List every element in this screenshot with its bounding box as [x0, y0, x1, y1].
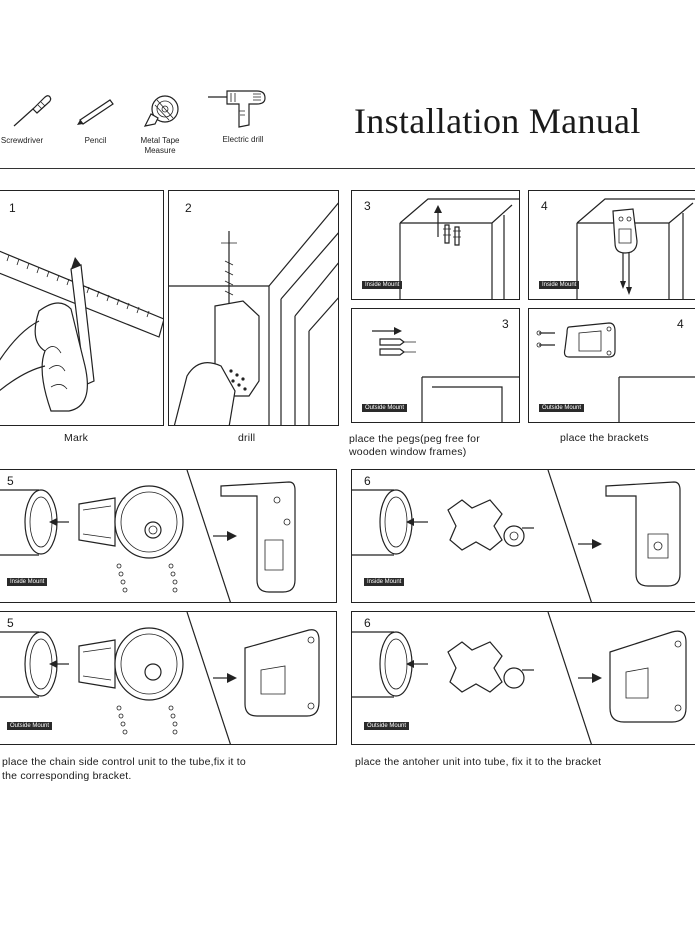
- step-number: 1: [9, 201, 16, 215]
- page-title: Installation Manual: [354, 101, 641, 141]
- header-divider: [0, 168, 695, 169]
- tool-tape: Metal Tape Measure: [135, 88, 195, 168]
- end-cap-unit-outside-illustration: [352, 612, 687, 744]
- mount-badge: Outside Mount: [7, 722, 53, 730]
- mount-badge: Inside Mount: [364, 578, 405, 586]
- step-number: 4: [677, 317, 684, 331]
- tape-measure-icon: [143, 95, 179, 127]
- pegs-caption-line-1: place the pegs(peg free for: [349, 433, 480, 445]
- tool-label: Screwdriver: [0, 136, 44, 145]
- drill-wall-illustration: [169, 202, 338, 425]
- step-number: 5: [7, 474, 14, 488]
- step-3-outside-panel: 3 Outside Mount: [351, 308, 520, 423]
- step-2-caption: drill: [238, 432, 256, 444]
- outside-bracket-illustration: [536, 322, 695, 422]
- mount-badge: Inside Mount: [7, 578, 48, 586]
- mount-badge: Outside Mount: [364, 722, 410, 730]
- step-number: 3: [502, 317, 509, 331]
- pencil-icon: [77, 99, 114, 125]
- tool-pencil: Pencil: [68, 88, 128, 158]
- step-1-mark-panel: 1: [0, 190, 164, 426]
- other-unit-caption: place the antoher unit into tube, fix it…: [355, 756, 602, 768]
- mount-badge: Inside Mount: [539, 281, 580, 289]
- step-6-outside-panel: 6 Outside Mount: [351, 611, 695, 745]
- outside-wall-pegs-illustration: [372, 327, 519, 422]
- chain-control-unit-illustration: [0, 470, 296, 602]
- step-5-inside-panel: 5 Inside Mount: [0, 469, 337, 603]
- step-number: 6: [364, 616, 371, 630]
- step-number: 2: [185, 201, 192, 215]
- pegs-caption-line-2: wooden window frames): [349, 446, 467, 458]
- tool-screwdriver: Screwdriver: [0, 88, 60, 158]
- mount-badge: Inside Mount: [362, 281, 403, 289]
- tool-drill: Electric drill: [205, 85, 280, 155]
- step-6-inside-panel: 6 Inside Mount: [351, 469, 695, 603]
- step-3-inside-panel: 3 Inside Mount: [351, 190, 520, 300]
- tool-label: Pencil: [84, 136, 107, 145]
- step-4-inside-panel: 4 Inside Mount: [528, 190, 695, 300]
- step-2-drill-panel: 2: [168, 190, 339, 426]
- end-cap-unit-illustration: [352, 470, 681, 602]
- step-4-outside-panel: 4 Outside Mount: [528, 308, 695, 423]
- screwdriver-icon: [13, 95, 52, 127]
- mount-badge: Outside Mount: [362, 404, 408, 412]
- ruler-hand-illustration: [0, 250, 163, 412]
- step-number: 3: [364, 199, 371, 213]
- brackets-caption: place the brackets: [560, 432, 649, 444]
- wall-bracket-illustration: [576, 198, 695, 299]
- step-number: 4: [541, 199, 548, 213]
- chain-control-unit-outside-illustration: [0, 612, 320, 744]
- step-5-outside-panel: 5 Outside Mount: [0, 611, 337, 745]
- electric-drill-icon: [208, 90, 266, 128]
- step-1-caption: Mark: [64, 432, 89, 444]
- mount-badge: Outside Mount: [539, 404, 585, 412]
- tool-label: Metal Tape Measure: [140, 136, 180, 155]
- step-number: 5: [7, 616, 14, 630]
- step-number: 6: [364, 474, 371, 488]
- chain-caption-line-1: place the chain side control unit to the…: [2, 756, 246, 768]
- chain-caption-line-2: the corresponding bracket.: [2, 770, 132, 782]
- tool-label: Electric drill: [222, 135, 264, 144]
